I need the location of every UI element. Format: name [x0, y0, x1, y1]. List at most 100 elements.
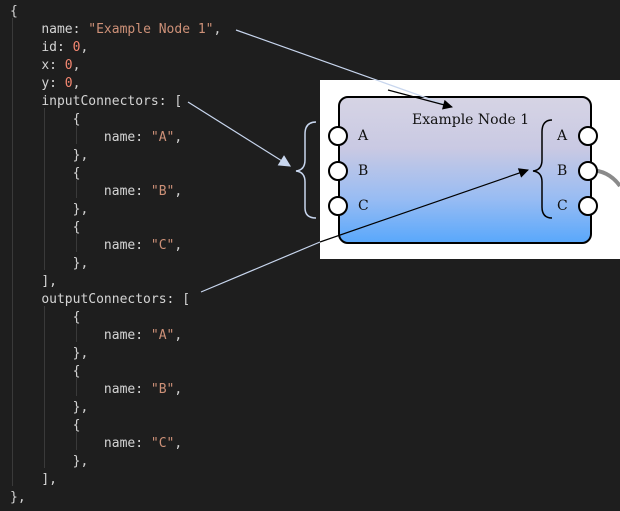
- code-token: name: [103, 436, 136, 451]
- code-token: x: [41, 58, 50, 73]
- code-line: },: [10, 453, 89, 471]
- code-token: {: [72, 418, 81, 433]
- code-token: ,: [72, 76, 81, 91]
- code-token: :: [49, 58, 65, 73]
- code-token: },: [10, 490, 26, 505]
- code-line: {: [10, 363, 81, 381]
- code-token: name: [103, 238, 136, 253]
- code-line: inputConnectors: [: [10, 93, 182, 111]
- code-line: },: [10, 201, 89, 219]
- indent-guide: [76, 378, 77, 396]
- code-token: : [: [166, 292, 191, 307]
- code-token: "C": [150, 238, 175, 253]
- node-title: Example Node 1: [412, 112, 530, 128]
- code-line: name: "A",: [10, 129, 182, 147]
- code-token: name: [41, 22, 73, 37]
- code-token: :: [135, 436, 151, 451]
- code-token: "C": [150, 436, 175, 451]
- output-label-b: B: [557, 163, 568, 179]
- code-token: name: [103, 184, 136, 199]
- code-token: {: [72, 310, 81, 325]
- code-token: },: [72, 202, 89, 217]
- code-token: ,: [80, 40, 89, 55]
- code-token: :: [135, 184, 151, 199]
- code-line: },: [10, 255, 89, 273]
- code-token: {: [72, 112, 81, 127]
- indent-guide: [44, 108, 45, 270]
- indent-guide: [76, 180, 77, 198]
- code-line: {: [10, 417, 81, 435]
- code-token: {: [10, 4, 18, 19]
- code-token: name: [103, 130, 136, 145]
- code-token: : [: [158, 94, 183, 109]
- code-token: ],: [41, 472, 57, 487]
- code-token: "A": [150, 130, 175, 145]
- code-token: :: [135, 130, 151, 145]
- code-token: {: [72, 166, 81, 181]
- code-token: ,: [174, 130, 183, 145]
- indent-guide: [76, 432, 77, 450]
- input-label-b: B: [358, 163, 369, 179]
- output-connector-a[interactable]: [578, 126, 598, 146]
- code-token: ,: [174, 184, 183, 199]
- code-line: },: [10, 489, 26, 507]
- code-token: },: [72, 256, 89, 271]
- indent-guide: [44, 306, 45, 468]
- code-line: },: [10, 399, 89, 417]
- code-token: 0: [64, 58, 73, 73]
- code-token: },: [72, 148, 89, 163]
- input-connector-a[interactable]: [328, 126, 348, 146]
- output-connectors-arrow-line: [200, 241, 321, 293]
- code-token: :: [56, 40, 73, 55]
- code-token: ,: [174, 238, 183, 253]
- code-token: outputConnectors: [41, 292, 167, 307]
- code-token: },: [72, 454, 89, 469]
- name-arrow-line: [235, 29, 453, 108]
- code-token: 0: [72, 40, 81, 55]
- code-token: :: [135, 382, 151, 397]
- indent-guide: [12, 18, 13, 486]
- name-arrow-head: [387, 89, 453, 110]
- code-token: :: [72, 22, 89, 37]
- output-label-a: A: [557, 128, 568, 144]
- code-token: ,: [174, 436, 183, 451]
- code-line: name: "Example Node 1",: [10, 21, 221, 39]
- input-connector-c[interactable]: [328, 196, 348, 216]
- input-connectors-arrow: [187, 101, 292, 167]
- code-token: y: [41, 76, 50, 91]
- code-token: :: [49, 76, 65, 91]
- code-token: "B": [150, 184, 175, 199]
- code-token: "B": [150, 382, 175, 397]
- indent-guide: [76, 234, 77, 252]
- code-line: name: "B",: [10, 381, 182, 399]
- output-connector-c[interactable]: [578, 196, 598, 216]
- code-token: "Example Node 1": [88, 22, 214, 37]
- output-connector-b[interactable]: [578, 161, 598, 181]
- indent-guide: [76, 126, 77, 144]
- code-line: {: [10, 309, 81, 327]
- output-label-c: C: [557, 198, 568, 214]
- code-line: y: 0,: [10, 75, 80, 93]
- code-token: {: [72, 220, 81, 235]
- code-line: },: [10, 147, 89, 165]
- code-line: outputConnectors: [: [10, 291, 190, 309]
- code-token: },: [72, 400, 89, 415]
- code-token: },: [72, 346, 89, 361]
- input-label-c: C: [358, 198, 369, 214]
- code-line: },: [10, 345, 89, 363]
- code-token: {: [72, 364, 81, 379]
- input-label-a: A: [358, 128, 369, 144]
- code-token: ],: [41, 274, 57, 289]
- code-line: name: "C",: [10, 237, 182, 255]
- output-connectors-arrow-head: [319, 168, 529, 243]
- code-line: name: "C",: [10, 435, 182, 453]
- code-token: name: [103, 328, 136, 343]
- code-line: {: [10, 111, 81, 129]
- indent-guide: [76, 324, 77, 342]
- output-brace: [532, 119, 553, 219]
- code-line: {: [10, 3, 18, 21]
- input-connector-b[interactable]: [328, 161, 348, 181]
- code-token: ,: [174, 328, 183, 343]
